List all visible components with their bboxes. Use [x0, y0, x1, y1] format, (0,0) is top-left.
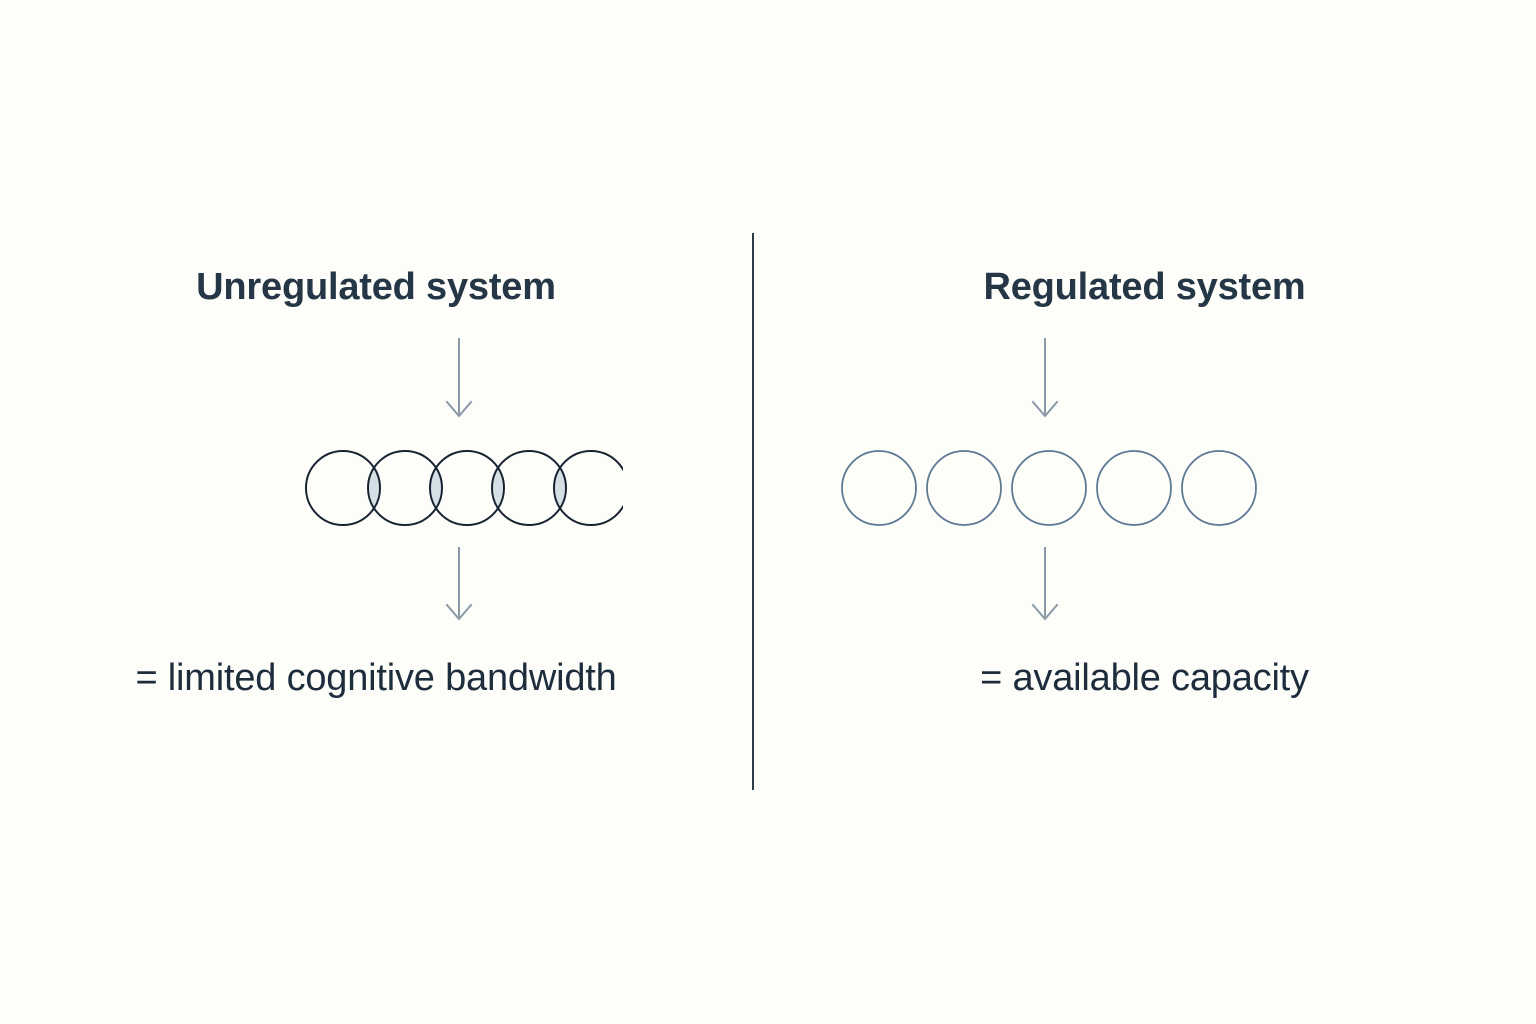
- caption-unregulated: = limited cognitive bandwidth: [135, 657, 617, 699]
- circle-group-separate: [841, 443, 1261, 533]
- circle-icon: [841, 450, 1257, 526]
- arrow-down-icon: [439, 336, 479, 426]
- circle-overlap-fill: [368, 451, 566, 525]
- panel-regulated: Regulated system: [753, 0, 1536, 1024]
- circle-icon: [305, 450, 623, 526]
- arrow-down-icon: [1025, 336, 1065, 426]
- panel-divider: [752, 233, 754, 790]
- panel-unregulated: Unregulated system: [0, 0, 752, 1024]
- panel-title-unregulated: Unregulated system: [196, 266, 556, 308]
- arrow-down-icon: [439, 545, 479, 635]
- arrow-down-icon: [1025, 545, 1065, 635]
- caption-regulated: = available capacity: [980, 657, 1309, 699]
- panel-title-regulated: Regulated system: [983, 266, 1306, 308]
- circle-group-overlapping: [303, 443, 623, 533]
